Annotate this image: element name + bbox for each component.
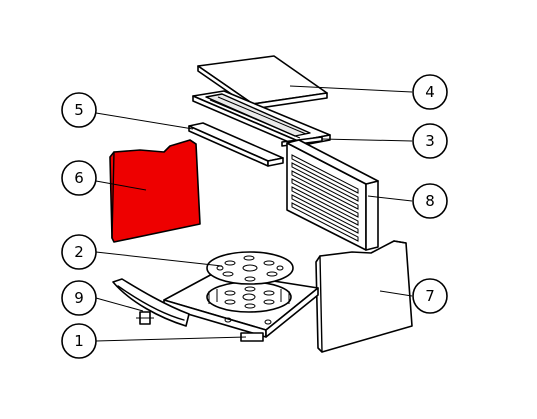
part-7-right-side-panel[interactable] bbox=[315, 240, 413, 353]
callout-8-label: 8 bbox=[425, 192, 435, 210]
callout-5-label: 5 bbox=[74, 101, 84, 119]
callout-3: 3 bbox=[412, 123, 448, 159]
part-9-bracket[interactable] bbox=[112, 278, 190, 327]
part-2-grate[interactable] bbox=[206, 251, 294, 313]
callout-2: 2 bbox=[61, 234, 97, 270]
callout-1-label: 1 bbox=[74, 332, 84, 350]
callout-9-label: 9 bbox=[74, 289, 84, 307]
part-6-left-side-panel[interactable] bbox=[109, 139, 201, 243]
callout-8: 8 bbox=[412, 183, 448, 219]
callout-6-label: 6 bbox=[74, 169, 84, 187]
callout-7-label: 7 bbox=[425, 287, 435, 305]
callout-4-label: 4 bbox=[425, 83, 435, 101]
callout-5: 5 bbox=[61, 92, 97, 128]
callout-6: 6 bbox=[61, 160, 97, 196]
callout-4: 4 bbox=[412, 74, 448, 110]
part-5-baffle-bar[interactable] bbox=[188, 122, 284, 167]
callout-1: 1 bbox=[61, 323, 97, 359]
part-8-back-panel[interactable] bbox=[286, 139, 379, 251]
callout-3-label: 3 bbox=[425, 132, 435, 150]
back-panel-slots bbox=[291, 154, 359, 242]
part-4-top-plate[interactable] bbox=[197, 55, 328, 110]
callout-7: 7 bbox=[412, 278, 448, 314]
leader-lines bbox=[95, 85, 413, 342]
grate-holes bbox=[216, 255, 284, 309]
callout-2-label: 2 bbox=[74, 243, 84, 261]
callout-9: 9 bbox=[61, 280, 97, 316]
